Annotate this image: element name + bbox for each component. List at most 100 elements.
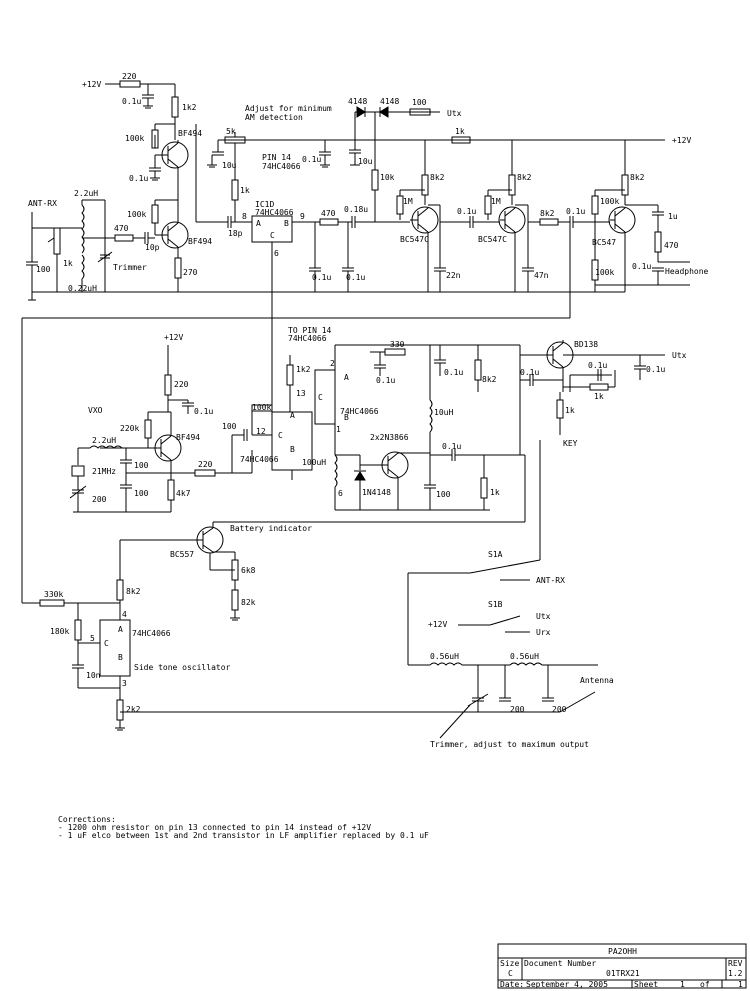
antenna-label: Antenna bbox=[580, 676, 614, 685]
title-block-date-label: Date: bbox=[500, 980, 524, 989]
title-block-date-value: September 4, 2005 bbox=[526, 980, 608, 989]
pin12-label: 12 bbox=[256, 427, 266, 436]
s1a-label: S1A bbox=[488, 550, 503, 559]
r470-a-label: 470 bbox=[114, 224, 129, 233]
r82k-label: 82k bbox=[241, 598, 256, 607]
l22uh-label: 2.2uH bbox=[74, 189, 98, 198]
ic2-pin-b: B bbox=[290, 445, 295, 454]
adjust-note-line2: AM detection bbox=[245, 113, 303, 122]
ic1d-pin-c: C bbox=[270, 231, 275, 240]
ant-rx-b-label: ANT-RX bbox=[536, 576, 565, 585]
side-tone-label: Side tone oscillator bbox=[134, 663, 231, 672]
pin2-label: 2 bbox=[330, 359, 335, 368]
r180k-label: 180k bbox=[50, 627, 69, 636]
c47n-label: 47n bbox=[534, 271, 549, 280]
ic1d-pin8: 8 bbox=[242, 212, 247, 221]
ic-74hc-c-label: 74HC4066 bbox=[132, 629, 171, 638]
c18p-label: 18p bbox=[228, 229, 243, 238]
r1k-top-label: 1k bbox=[455, 127, 465, 136]
bf494-b-label: BF494 bbox=[188, 237, 212, 246]
r220-b-label: 220 bbox=[198, 460, 213, 469]
corrections-line1: - 1200 ohm resistor on pin 13 connected … bbox=[58, 823, 371, 832]
c100-c-label: 100 bbox=[134, 489, 149, 498]
utx-a-label: Utx bbox=[447, 109, 462, 118]
r1k-c-label: 1k bbox=[565, 406, 575, 415]
r8k2-f-label: 8k2 bbox=[126, 587, 141, 596]
c01u-d-label: 0.1u bbox=[346, 273, 365, 282]
c01u-k-label: 0.1u bbox=[588, 361, 607, 370]
r220-top-label: 220 bbox=[122, 72, 137, 81]
ic4-pin-a: A bbox=[118, 625, 123, 634]
l10uh-label: 10uH bbox=[434, 408, 453, 417]
detector-labels: Adjust for minimum AM detection 5k 10u P… bbox=[222, 97, 709, 282]
title-block-rev-value: 1.2 bbox=[728, 969, 743, 978]
r8k2-c-label: 8k2 bbox=[540, 209, 555, 218]
detector-lf-amp bbox=[195, 106, 690, 318]
c100-d-label: 100 bbox=[222, 422, 237, 431]
ic1d-pin9: 9 bbox=[300, 212, 305, 221]
ic3-pin-a: A bbox=[344, 373, 349, 382]
r10k-a-label: 10k bbox=[380, 173, 395, 182]
urx-label: Urx bbox=[536, 628, 551, 637]
l022uh-label: 0.22uH bbox=[68, 284, 97, 293]
ic-74hc-b-label: 74HC4066 bbox=[340, 407, 379, 416]
title-block-size-value: C bbox=[508, 969, 513, 978]
to-pin14-label-2: 74HC4066 bbox=[288, 334, 327, 343]
title-block-of-label: of bbox=[700, 980, 710, 989]
r1k2-top-label: 1k2 bbox=[182, 103, 197, 112]
pin1-label: 1 bbox=[336, 425, 341, 434]
utx-b-label: Utx bbox=[672, 351, 687, 360]
c01u-j-label: 0.1u bbox=[520, 368, 539, 377]
ic2-pin-c: C bbox=[278, 431, 283, 440]
r270-label: 270 bbox=[183, 268, 198, 277]
adjust-note-line1: Adjust for minimum bbox=[245, 104, 332, 113]
c01u-c-label: 0.1u bbox=[312, 273, 331, 282]
c01u-i-label: 0.1u bbox=[444, 368, 463, 377]
c01u-e-label: 0.1u bbox=[457, 207, 476, 216]
ic1d-label-2: 74HC4066 bbox=[255, 208, 294, 217]
c01u-b-label: 0.1u bbox=[302, 155, 321, 164]
title-block-of-value: 1 bbox=[738, 980, 743, 989]
plus12v-s1b-label: +12V bbox=[428, 620, 447, 629]
l100uh-label: 100uH bbox=[302, 458, 326, 467]
c100-e-label: 100 bbox=[436, 490, 451, 499]
trimmer-a-label: Trimmer bbox=[113, 263, 147, 272]
d1n4148-label: 1N4148 bbox=[362, 488, 391, 497]
ic2-pin-a: A bbox=[290, 411, 295, 420]
pin14-label-2: 74HC4066 bbox=[262, 162, 301, 171]
key-label: KEY bbox=[563, 439, 578, 448]
c100-b-label: 100 bbox=[134, 461, 149, 470]
c01u-m-label: 0.1u bbox=[442, 442, 461, 451]
r100k-d-label: 100k bbox=[595, 268, 614, 277]
r220-vxo-label: 220 bbox=[174, 380, 189, 389]
r470-b-label: 470 bbox=[321, 209, 336, 218]
l056-a-label: 0.56uH bbox=[430, 652, 459, 661]
r8k2-d-label: 8k2 bbox=[630, 173, 645, 182]
title-block-docnum-label: Document Number bbox=[524, 959, 596, 968]
c100-a-label: 100 bbox=[36, 265, 51, 274]
c200-c-label: 200 bbox=[552, 705, 567, 714]
r100k-c-label: 100k bbox=[600, 197, 619, 206]
r8k2-e-label: 8k2 bbox=[482, 375, 497, 384]
c10u-a-label: 10u bbox=[222, 161, 237, 170]
title-block-sheet-label: Sheet bbox=[634, 980, 658, 989]
ant-rx-label: ANT-RX bbox=[28, 199, 57, 208]
ic4-pin-c: C bbox=[104, 639, 109, 648]
l056-b-label: 0.56uH bbox=[510, 652, 539, 661]
r100-utx-label: 100 bbox=[412, 98, 427, 107]
r100k-a-label: 100k bbox=[125, 134, 144, 143]
pin4-label: 4 bbox=[122, 610, 127, 619]
ic3-pin-c: C bbox=[318, 393, 323, 402]
ic1d-pin-a: A bbox=[256, 219, 261, 228]
r100k-e-label: 100k bbox=[252, 403, 271, 412]
corrections-title: Corrections: bbox=[58, 815, 116, 824]
vxo-label: VXO bbox=[88, 406, 103, 415]
ic1d-pin-b: B bbox=[284, 219, 289, 228]
ic3-pin-b: B bbox=[344, 413, 349, 422]
ic-74hc-a-label: 74HC4066 bbox=[240, 455, 279, 464]
bf494-a-label: BF494 bbox=[178, 129, 202, 138]
r6k8-label: 6k8 bbox=[241, 566, 256, 575]
c1u-label: 1u bbox=[668, 212, 678, 221]
corrections-block: Corrections: - 1200 ohm resistor on pin … bbox=[58, 815, 429, 840]
